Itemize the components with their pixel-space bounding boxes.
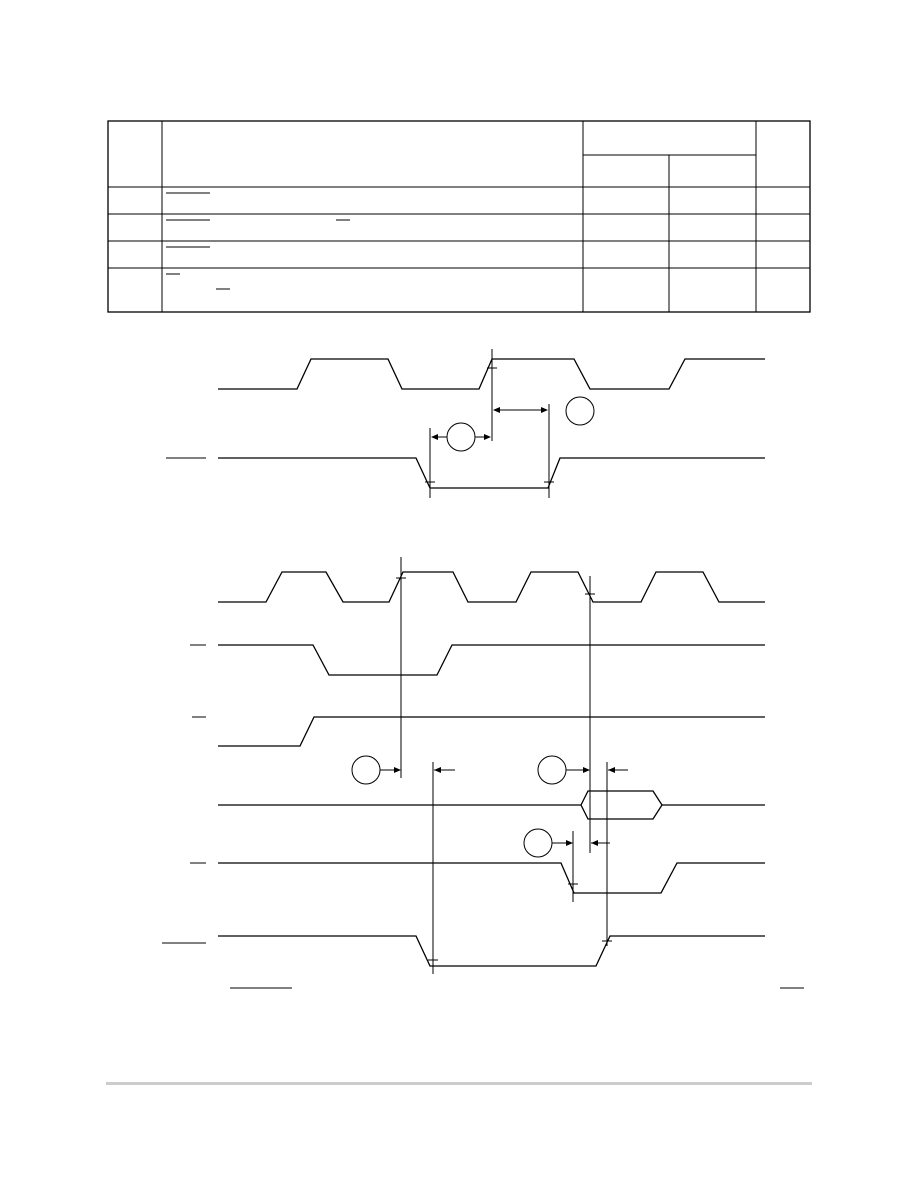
arrowhead bbox=[608, 767, 615, 773]
parameter-marker-circle bbox=[537, 755, 567, 785]
data-valid-window bbox=[580, 790, 663, 820]
table-border bbox=[107, 120, 811, 313]
clock-waveform bbox=[218, 571, 765, 603]
arrowhead bbox=[591, 840, 598, 846]
strobe-waveform bbox=[218, 457, 765, 489]
parameter-marker-circle bbox=[351, 755, 381, 785]
timing-parameter-table bbox=[107, 120, 811, 313]
signal-waveform bbox=[218, 935, 765, 967]
arrowhead bbox=[394, 767, 401, 773]
arrowhead bbox=[566, 840, 573, 846]
arrowhead bbox=[484, 434, 491, 440]
arrowhead bbox=[434, 767, 441, 773]
footer-rule bbox=[106, 1082, 812, 1085]
parameter-marker-circle bbox=[446, 422, 476, 452]
arrowhead bbox=[431, 434, 438, 440]
arrowhead bbox=[493, 407, 500, 413]
timing-diagram-1 bbox=[166, 349, 765, 498]
arrowhead bbox=[541, 407, 548, 413]
parameter-marker-circle bbox=[523, 828, 553, 858]
arrowhead bbox=[583, 767, 590, 773]
clock-waveform bbox=[218, 358, 765, 390]
signal-waveform bbox=[218, 644, 765, 676]
signal-waveform bbox=[218, 862, 765, 894]
signal-waveform bbox=[218, 716, 765, 747]
timing-diagram-2 bbox=[162, 557, 765, 974]
parameter-marker-circle bbox=[565, 396, 595, 426]
